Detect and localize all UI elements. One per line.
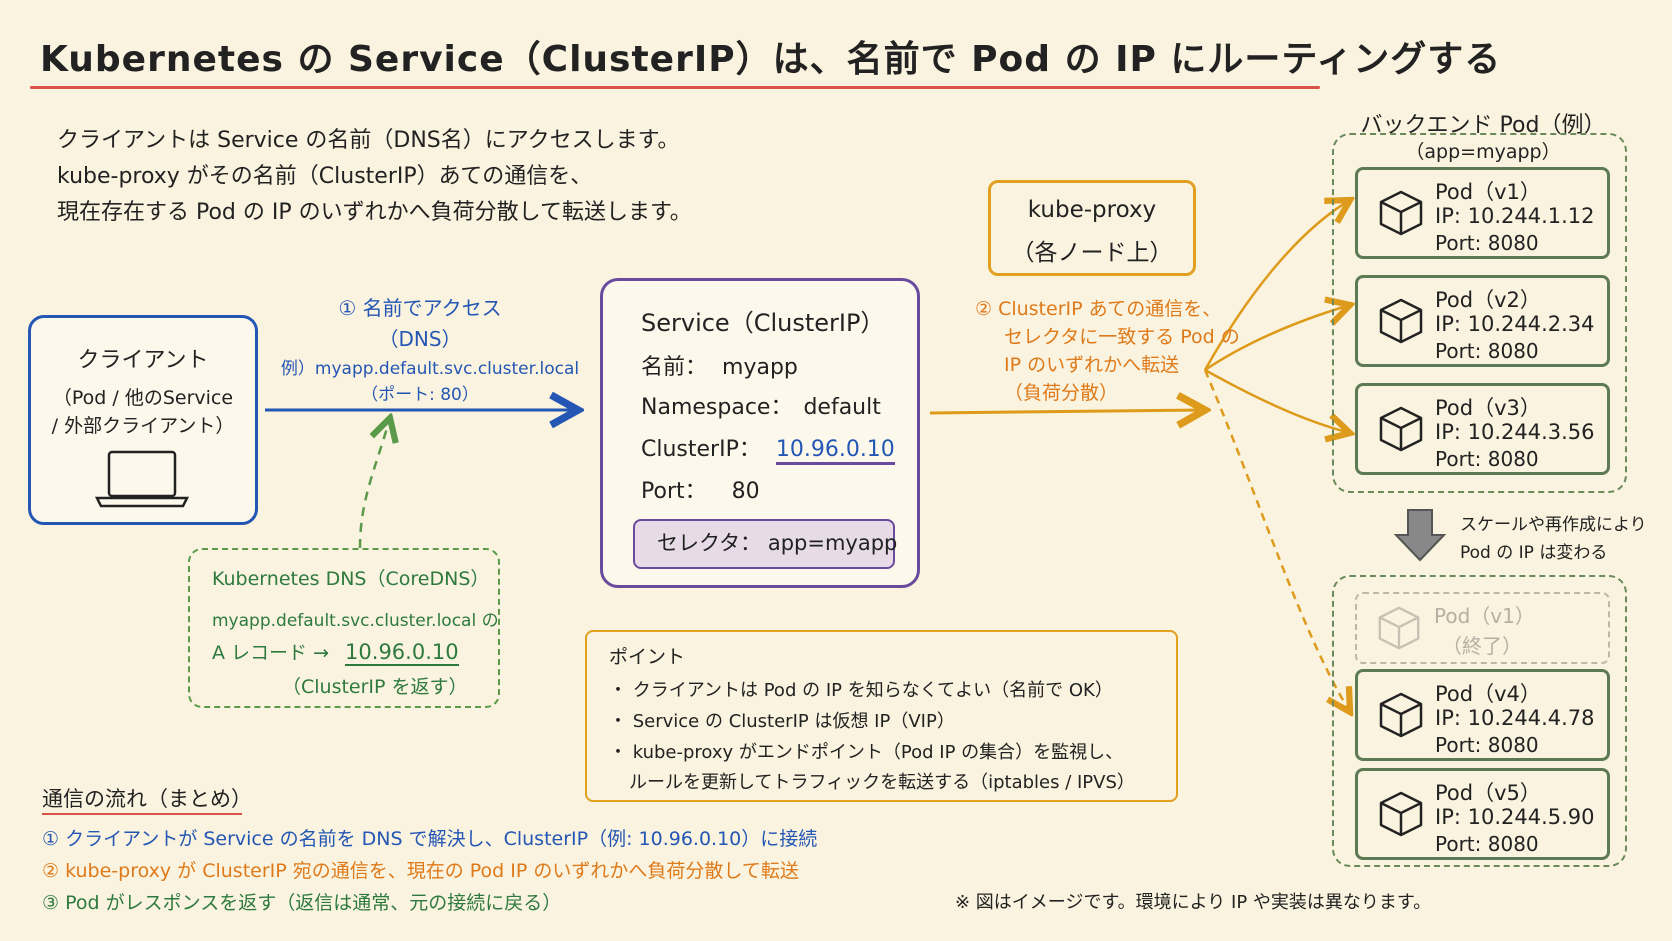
intro-line-1: クライアントは Service の名前（DNS名）にアクセスします。 (57, 128, 680, 153)
pod-card-v2: Pod（v2） IP: 10.244.2.34 Port: 8080 (1355, 275, 1610, 367)
pod-port: Port: 8080 (1435, 231, 1539, 255)
flow-step-2: ② kube-proxy が ClusterIP 宛の通信を、現在の Pod I… (42, 860, 799, 882)
service-name-label: 名前： (641, 355, 708, 380)
step2-line-3: IP のいずれかへ転送 (1004, 354, 1180, 376)
step2-line-2: セレクタに一致する Pod の (1004, 326, 1240, 348)
client-desc-2: / 外部クライアント） (51, 415, 235, 437)
service-selector: セレクタ： app=myapp (633, 519, 897, 569)
pod-card-v1: Pod（v1） IP: 10.244.1.12 Port: 8080 (1355, 167, 1610, 259)
service-to-proxy-arrow (929, 410, 1205, 413)
cube-icon (1379, 190, 1423, 236)
laptop-icon (94, 450, 190, 508)
flow-step-3: ③ Pod がレスポンスを返す（返信は通常、元の接続に戻る） (42, 892, 562, 914)
points-title: ポイント (609, 646, 686, 668)
dns-returns: （ClusterIP を返す） (282, 676, 468, 698)
scale-down-arrow (1393, 509, 1447, 562)
kube-proxy-title: kube-proxy (1027, 197, 1157, 223)
kube-proxy-box: kube-proxy （各ノード上） (988, 180, 1196, 276)
pod-ip: IP: 10.244.3.56 (1435, 420, 1595, 444)
service-namespace-label: Namespace： (641, 395, 793, 420)
client-desc-1: （Pod / 他のService (52, 387, 234, 409)
points-item-2: ・ Service の ClusterIP は仮想 IP（VIP） (609, 711, 955, 732)
step1-example: 例）myapp.default.svc.cluster.local (280, 359, 580, 379)
pod-name: Pod（v3） (1435, 396, 1541, 420)
dns-query: myapp.default.svc.cluster.local の (212, 611, 499, 631)
step2-line-4: （負荷分散） (1004, 382, 1119, 404)
pod-ip: IP: 10.244.2.34 (1435, 312, 1595, 336)
step1-sub: （DNS） (378, 327, 462, 351)
service-port-label: Port： (641, 479, 707, 504)
backend-pods-group (1332, 133, 1627, 493)
service-port-value: 80 (731, 479, 760, 504)
cube-icon (1378, 606, 1420, 650)
pod-name: Pod（v1） (1434, 604, 1535, 628)
pod-port: Port: 8080 (1435, 733, 1539, 757)
pod-card-v5: Pod（v5） IP: 10.244.5.90 Port: 8080 (1355, 768, 1610, 860)
title-underline (30, 86, 1320, 89)
client-title: クライアント (77, 348, 209, 373)
intro-line-3: 現在存在する Pod の IP のいずれかへ負荷分散して転送します。 (57, 200, 692, 225)
service-clusterip-label: ClusterIP： (641, 437, 761, 462)
pod-name: Pod（v1） (1435, 180, 1541, 204)
pod-port: Port: 8080 (1435, 447, 1539, 471)
cube-icon (1379, 692, 1423, 738)
cube-icon (1379, 298, 1423, 344)
dns-record-value: 10.96.0.10 (345, 640, 459, 666)
scale-note-1: スケールや再作成により (1460, 515, 1647, 535)
step1-title: ① 名前でアクセス (338, 296, 502, 320)
dns-box: Kubernetes DNS（CoreDNS） myapp.default.sv… (188, 548, 500, 708)
points-item-3: ・ kube-proxy がエンドポイント（Pod IP の集合）を監視し、 (609, 742, 1124, 763)
service-box: Service（ClusterIP） 名前： myapp Namespace： … (600, 278, 920, 588)
backend-subtitle: （app=myapp） (1405, 141, 1561, 163)
service-title: Service（ClusterIP） (641, 309, 885, 337)
footnote: ※ 図はイメージです。環境により IP や実装は異なります。 (955, 892, 1432, 913)
dns-to-arrow-connector (358, 418, 390, 549)
backend-pods-group-after (1332, 575, 1627, 867)
service-name-value: myapp (722, 355, 798, 380)
dns-title: Kubernetes DNS（CoreDNS） (212, 568, 490, 590)
proxy-to-pod4-arrow (1203, 369, 1350, 712)
step1-port: （ポート: 80） (361, 385, 479, 405)
pod-name: Pod（v5） (1435, 781, 1541, 805)
proxy-to-pod1-arrow (1203, 200, 1350, 371)
points-item-1: ・ クライアントは Pod の IP を知らなくてよい（名前で OK） (609, 680, 1113, 701)
kube-proxy-subtitle: （各ノード上） (1011, 240, 1173, 266)
pod-card-terminated: Pod（v1） （終了） (1355, 592, 1610, 664)
client-box: クライアント （Pod / 他のService / 外部クライアント） (28, 315, 258, 525)
points-item-4: ルールを更新してトラフィックを転送する（iptables / IPVS） (629, 772, 1135, 793)
pod-ip: IP: 10.244.5.90 (1435, 805, 1595, 829)
pod-card-v3: Pod（v3） IP: 10.244.3.56 Port: 8080 (1355, 383, 1610, 475)
flow-title-underline (42, 813, 242, 815)
pod-ip: IP: 10.244.1.12 (1435, 204, 1595, 228)
page-title: Kubernetes の Service（ClusterIP）は、名前で Pod… (40, 39, 1502, 80)
pod-card-v4: Pod（v4） IP: 10.244.4.78 Port: 8080 (1355, 669, 1610, 761)
points-box: ポイント ・ クライアントは Pod の IP を知らなくてよい（名前で OK）… (585, 630, 1178, 802)
step2-line-1: ② ClusterIP あての通信を、 (975, 298, 1222, 320)
flow-step-1: ① クライアントが Service の名前を DNS で解決し、ClusterI… (42, 828, 818, 850)
intro-line-2: kube-proxy がその名前（ClusterIP）あての通信を、 (57, 164, 593, 189)
dns-record-prefix: A レコード → (212, 642, 329, 664)
flow-title: 通信の流れ（まとめ） (42, 787, 252, 811)
pod-name: Pod（v4） (1435, 682, 1541, 706)
pod-status: （終了） (1442, 634, 1522, 658)
service-namespace-value: default (803, 395, 881, 420)
pod-port: Port: 8080 (1435, 832, 1539, 856)
cube-icon (1379, 791, 1423, 837)
cube-icon (1379, 406, 1423, 452)
pod-ip: IP: 10.244.4.78 (1435, 706, 1595, 730)
pod-name: Pod（v2） (1435, 288, 1541, 312)
pod-port: Port: 8080 (1435, 339, 1539, 363)
service-clusterip-value: 10.96.0.10 (775, 437, 895, 465)
dns-record: A レコード → 10.96.0.10 (212, 638, 459, 666)
scale-note-2: Pod の IP は変わる (1460, 543, 1608, 563)
